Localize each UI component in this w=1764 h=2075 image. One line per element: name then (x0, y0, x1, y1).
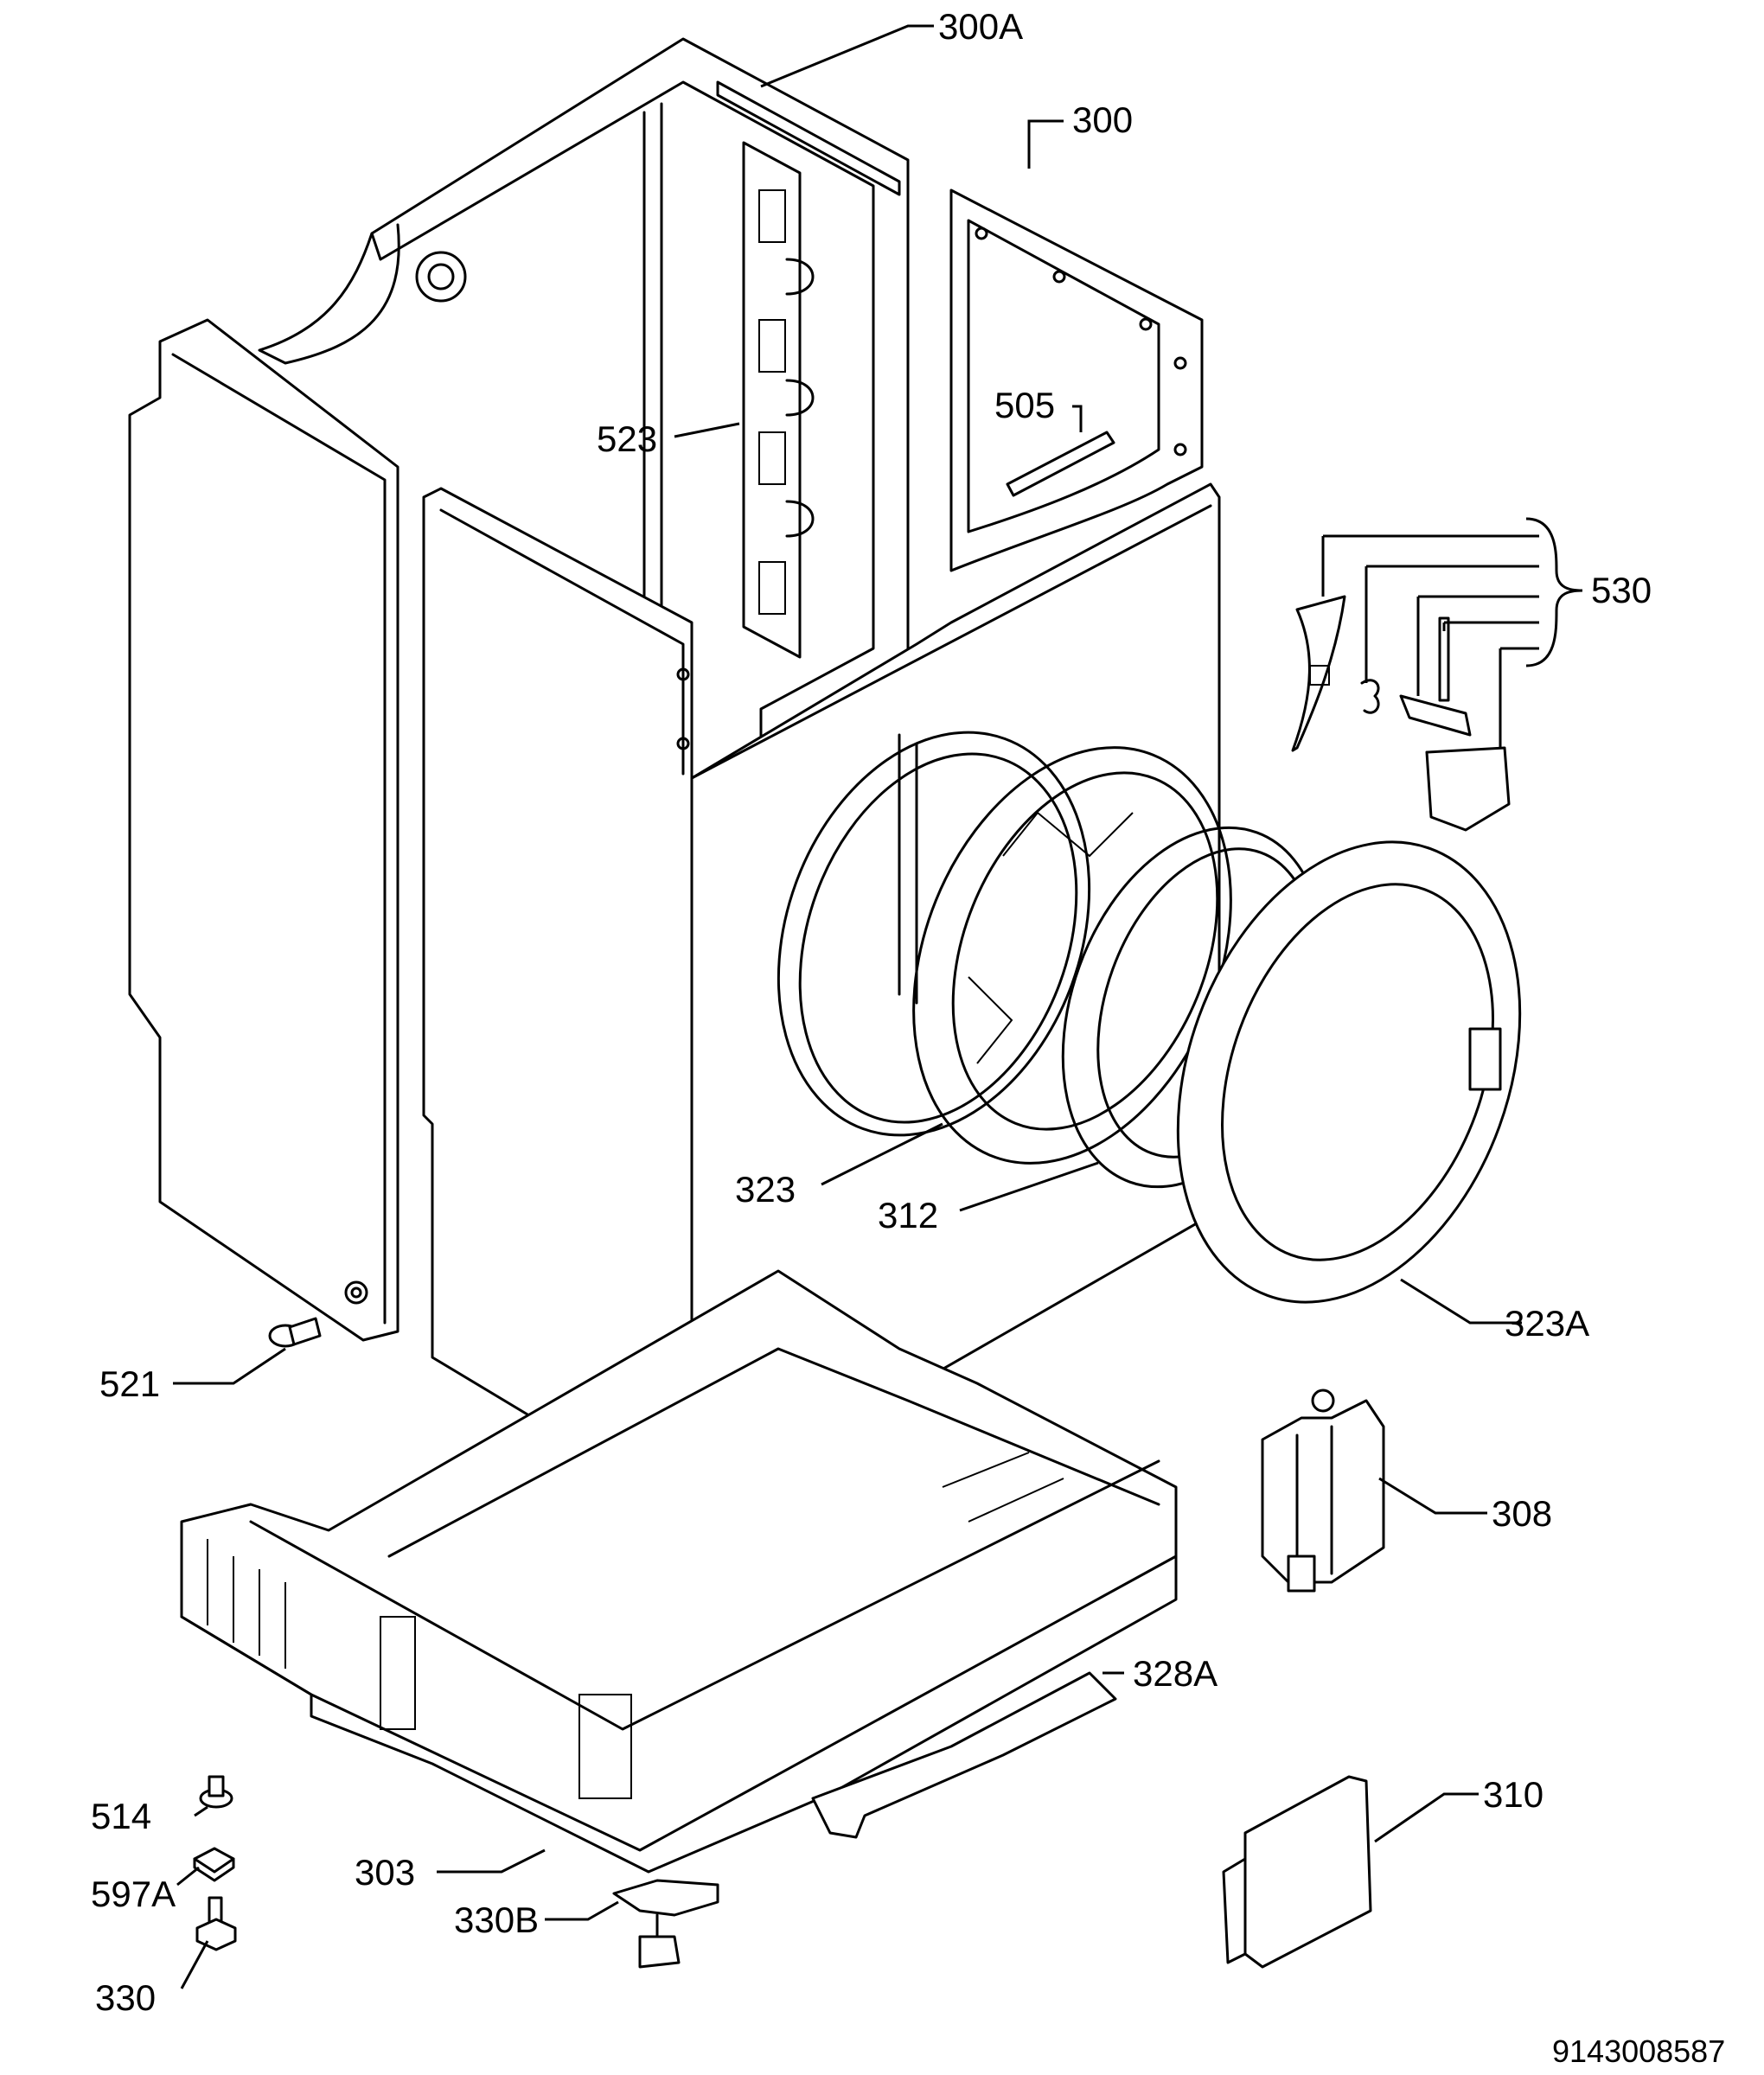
plate-328A (811, 1671, 1117, 1839)
label-514: 514 (91, 1796, 151, 1836)
label-303: 303 (355, 1852, 415, 1893)
label-323A: 323A (1505, 1303, 1589, 1344)
document-number: 9143008587 (1552, 2034, 1725, 2069)
label-312: 312 (878, 1195, 938, 1235)
right-side-panel (949, 188, 1204, 572)
label-300: 300 (1072, 99, 1133, 140)
latch-308 (1261, 1389, 1385, 1593)
hinge-kit-530 (1291, 595, 1511, 832)
screw-514 (199, 1775, 233, 1809)
label-328A: 328A (1133, 1653, 1218, 1694)
part-labels: 300A 300 505 523 530 323 312 323A 521 30… (91, 6, 1652, 2018)
left-side-panel (128, 318, 399, 1342)
label-505: 505 (994, 385, 1055, 425)
label-330B: 330B (454, 1899, 539, 1940)
label-597A: 597A (91, 1874, 176, 1914)
front-panel (422, 482, 1221, 1515)
foot-screw-330 (195, 1896, 237, 1951)
leader-lines (173, 24, 1583, 1989)
label-521: 521 (99, 1363, 160, 1404)
base-frame-303 (180, 1269, 1178, 1969)
label-323: 323 (735, 1169, 796, 1210)
cover-310 (1222, 1775, 1372, 1969)
door-seal-assembly (912, 746, 1522, 1304)
label-523: 523 (597, 418, 657, 459)
rod-505 (1006, 431, 1115, 497)
bracket-strip-523 (742, 141, 815, 659)
label-530: 530 (1591, 570, 1652, 610)
screw-521 (268, 1317, 322, 1348)
label-308: 308 (1492, 1493, 1552, 1534)
label-300A: 300A (938, 6, 1023, 47)
cabinet (128, 37, 1221, 1515)
label-330: 330 (95, 1977, 156, 2018)
nut-597A (193, 1847, 235, 1882)
door-ring (1176, 840, 1522, 1304)
label-310: 310 (1483, 1774, 1544, 1815)
